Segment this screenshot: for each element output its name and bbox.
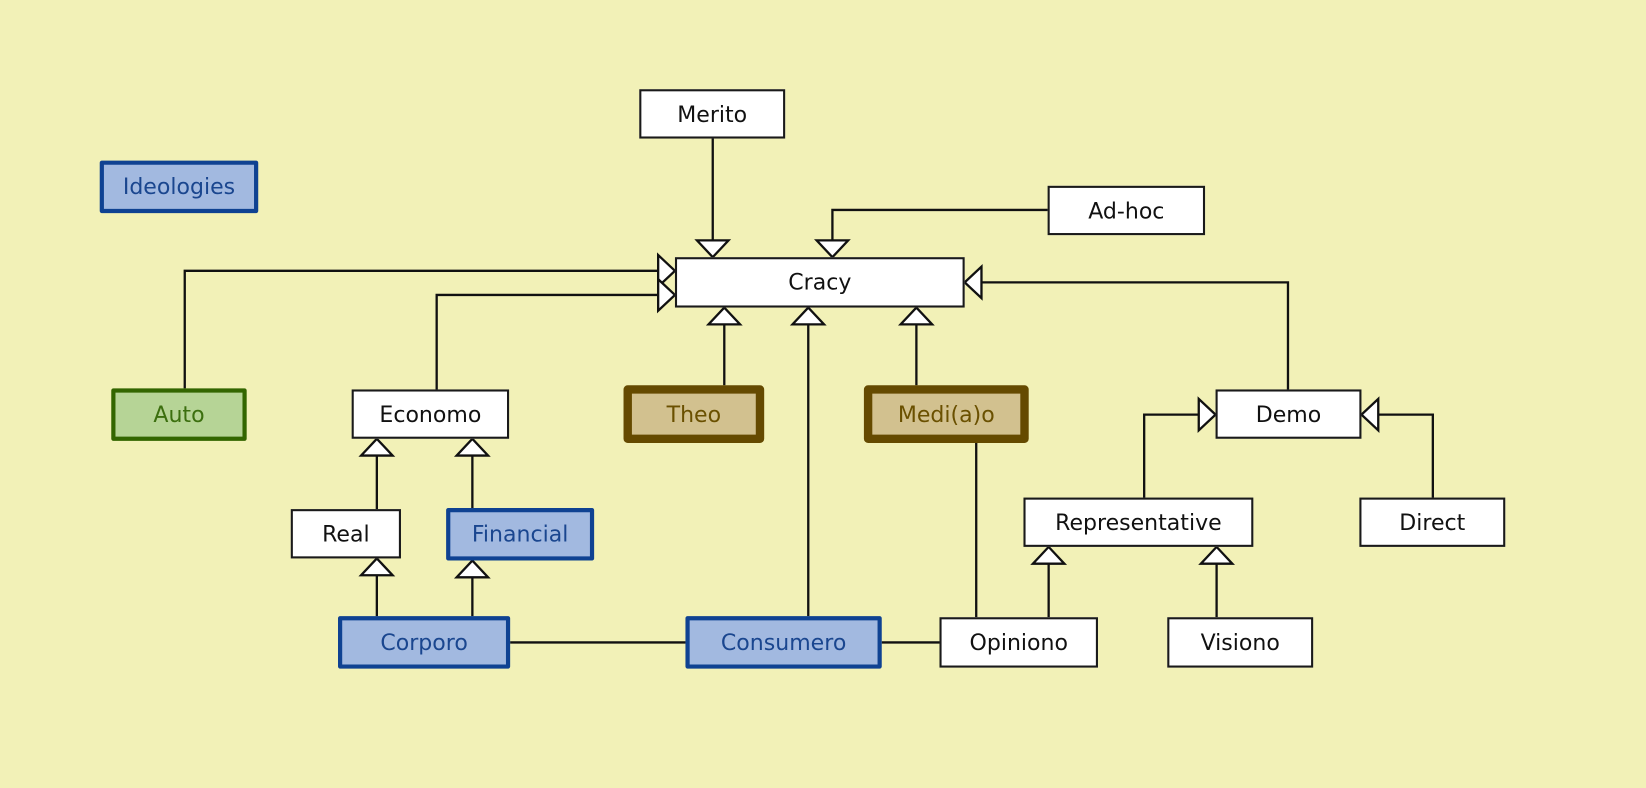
node-label: Direct <box>1399 509 1466 535</box>
node-opiniono[interactable]: Opiniono <box>939 617 1098 668</box>
generalization-arrow-icon <box>358 556 396 577</box>
edge-direct-demo <box>1378 413 1434 498</box>
node-adhoc[interactable]: Ad-hoc <box>1047 185 1206 236</box>
node-financial[interactable]: Financial <box>446 508 595 561</box>
edge-adhoc-cracy <box>831 208 1048 241</box>
node-label: Corporo <box>380 629 468 656</box>
node-label: Cracy <box>788 269 852 295</box>
generalization-arrow-icon <box>453 437 491 457</box>
edge-representative-demo <box>1143 413 1199 498</box>
edge-auto-cracy <box>183 269 659 389</box>
generalization-arrow-icon <box>694 239 732 259</box>
edge-economo-cracy <box>435 293 659 390</box>
generalization-arrow-icon <box>1198 545 1236 565</box>
node-label: Representative <box>1055 509 1222 535</box>
node-label: Economo <box>379 401 482 427</box>
generalization-arrow-icon <box>657 276 677 314</box>
node-label: Ideologies <box>122 174 236 200</box>
node-label: Ad-hoc <box>1088 197 1165 224</box>
node-demo[interactable]: Demo <box>1215 389 1362 439</box>
node-label: Opiniono <box>969 629 1068 656</box>
node-theo[interactable]: Theo <box>623 385 765 443</box>
generalization-arrow-icon <box>1359 396 1380 434</box>
node-corporo[interactable]: Corporo <box>338 616 511 669</box>
node-merito[interactable]: Merito <box>639 89 786 139</box>
node-label: Visiono <box>1200 629 1280 656</box>
node-ideologies[interactable]: Ideologies <box>99 160 259 214</box>
generalization-arrow-icon <box>814 239 851 259</box>
generalization-arrow-icon <box>705 305 743 326</box>
node-label: Financial <box>471 521 569 547</box>
generalization-arrow-icon <box>657 252 677 290</box>
node-label: Real <box>322 521 370 547</box>
node-real[interactable]: Real <box>290 509 401 559</box>
edge-demo-cracy <box>981 281 1290 390</box>
generalization-arrow-icon <box>1197 396 1218 434</box>
node-mediao[interactable]: Medi(a)o <box>863 385 1029 443</box>
generalization-arrow-icon <box>897 305 935 326</box>
node-consumero[interactable]: Consumero <box>685 616 882 669</box>
node-label: Medi(a)o <box>897 401 995 427</box>
node-direct[interactable]: Direct <box>1359 497 1506 547</box>
node-representative[interactable]: Representative <box>1023 497 1254 547</box>
node-label: Demo <box>1255 401 1322 427</box>
node-cracy[interactable]: Cracy <box>674 257 965 308</box>
generalization-arrow-icon <box>789 305 827 326</box>
node-visiono[interactable]: Visiono <box>1167 617 1314 668</box>
generalization-arrow-icon <box>1030 545 1068 565</box>
generalization-arrow-icon <box>962 263 983 301</box>
node-label: Merito <box>677 101 748 127</box>
node-label: Auto <box>153 402 205 428</box>
node-label: Consumero <box>720 629 847 656</box>
node-economo[interactable]: Economo <box>351 389 510 439</box>
generalization-arrow-icon <box>358 437 396 457</box>
generalization-arrow-icon <box>453 558 491 579</box>
node-label: Theo <box>666 401 722 427</box>
node-auto[interactable]: Auto <box>111 388 247 441</box>
